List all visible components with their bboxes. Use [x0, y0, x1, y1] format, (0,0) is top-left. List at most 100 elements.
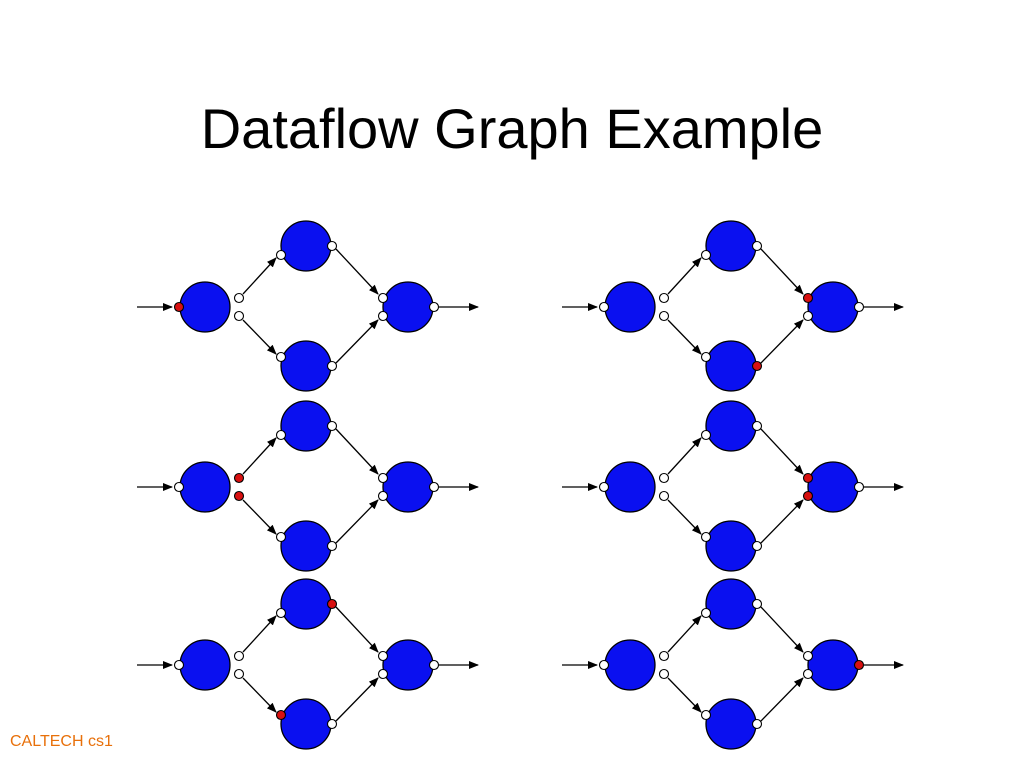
token-top-out-empty — [751, 240, 763, 252]
node-in — [179, 639, 231, 691]
edge-in-bottom — [242, 319, 277, 355]
node-in — [604, 461, 656, 513]
graph-state-1 — [137, 220, 479, 392]
token-in-in-full — [173, 301, 185, 313]
token-bottom-out-empty — [751, 718, 763, 730]
token-out-in_bottom-empty — [377, 668, 389, 680]
token-in-out_top-empty — [233, 292, 245, 304]
edge-top-out — [335, 428, 379, 475]
token-top-out-empty — [326, 420, 338, 432]
token-bottom-in-empty — [700, 709, 712, 721]
edge-in-bottom — [242, 499, 277, 535]
edge-in-top — [242, 615, 277, 653]
graph-state-2 — [562, 220, 904, 392]
edge-in-top — [242, 257, 277, 295]
node-out — [382, 639, 434, 691]
node-top — [705, 220, 757, 272]
graph-state-3 — [137, 400, 479, 572]
token-out-in_bottom-empty — [802, 668, 814, 680]
token-in-in-empty — [173, 481, 185, 493]
token-out-in_bottom-empty — [377, 310, 389, 322]
edge-in-bottom — [667, 499, 702, 535]
node-in — [179, 281, 231, 333]
token-out-in_top-full — [802, 472, 814, 484]
node-top — [705, 400, 757, 452]
edge-in-top — [667, 437, 702, 475]
node-top — [280, 578, 332, 630]
token-bottom-in-full — [275, 709, 287, 721]
token-in-out_top-full — [233, 472, 245, 484]
node-out — [382, 461, 434, 513]
token-bottom-out-empty — [326, 540, 338, 552]
token-out-out-empty — [428, 301, 440, 313]
node-in — [179, 461, 231, 513]
token-out-in_top-full — [802, 292, 814, 304]
edge-bottom-out — [760, 677, 804, 722]
edge-top-out — [760, 248, 804, 295]
token-out-in_top-empty — [377, 650, 389, 662]
edge-top-out — [760, 606, 804, 653]
token-top-in-empty — [700, 429, 712, 441]
node-top — [280, 400, 332, 452]
token-out-in_top-empty — [377, 292, 389, 304]
node-out — [807, 281, 859, 333]
graph-state-5 — [137, 578, 479, 750]
edge-bottom-out — [335, 319, 379, 364]
node-in — [604, 281, 656, 333]
node-top — [705, 578, 757, 630]
token-in-in-empty — [598, 659, 610, 671]
node-bottom — [705, 698, 757, 750]
token-bottom-out-empty — [751, 540, 763, 552]
token-out-in_top-empty — [802, 650, 814, 662]
token-in-out_bottom-empty — [658, 668, 670, 680]
edge-in-top — [667, 257, 702, 295]
token-out-out-empty — [853, 301, 865, 313]
token-bottom-out-full — [751, 360, 763, 372]
token-top-out-empty — [751, 420, 763, 432]
token-in-in-empty — [598, 481, 610, 493]
node-bottom — [280, 340, 332, 392]
node-top — [280, 220, 332, 272]
token-in-in-empty — [598, 301, 610, 313]
edge-bottom-out — [760, 499, 804, 544]
node-out — [807, 639, 859, 691]
token-bottom-in-empty — [275, 351, 287, 363]
edge-bottom-out — [335, 499, 379, 544]
token-in-out_bottom-empty — [233, 668, 245, 680]
node-out — [382, 281, 434, 333]
edge-top-out — [760, 428, 804, 475]
node-bottom — [705, 340, 757, 392]
token-in-out_top-empty — [658, 650, 670, 662]
token-out-in_bottom-empty — [802, 310, 814, 322]
footer-text: CALTECH cs1 — [10, 733, 113, 750]
token-out-in_bottom-empty — [377, 490, 389, 502]
edge-top-out — [335, 606, 379, 653]
token-in-out_bottom-empty — [233, 310, 245, 322]
token-out-out-empty — [853, 481, 865, 493]
node-bottom — [705, 520, 757, 572]
token-top-in-empty — [275, 429, 287, 441]
graph-state-6 — [562, 578, 904, 750]
token-top-in-empty — [700, 249, 712, 261]
graph-state-4 — [562, 400, 904, 572]
node-in — [604, 639, 656, 691]
edge-bottom-out — [760, 319, 804, 364]
token-bottom-in-empty — [275, 531, 287, 543]
edge-bottom-out — [335, 677, 379, 722]
token-in-out_bottom-empty — [658, 490, 670, 502]
node-bottom — [280, 698, 332, 750]
token-in-out_bottom-full — [233, 490, 245, 502]
token-in-in-empty — [173, 659, 185, 671]
token-top-out-empty — [751, 598, 763, 610]
token-top-out-full — [326, 598, 338, 610]
token-bottom-in-empty — [700, 531, 712, 543]
token-out-in_top-empty — [377, 472, 389, 484]
token-in-out_bottom-empty — [658, 310, 670, 322]
token-out-in_bottom-full — [802, 490, 814, 502]
token-in-out_top-empty — [658, 292, 670, 304]
token-top-in-empty — [275, 249, 287, 261]
token-top-in-empty — [275, 607, 287, 619]
token-top-in-empty — [700, 607, 712, 619]
edge-in-bottom — [242, 677, 277, 713]
